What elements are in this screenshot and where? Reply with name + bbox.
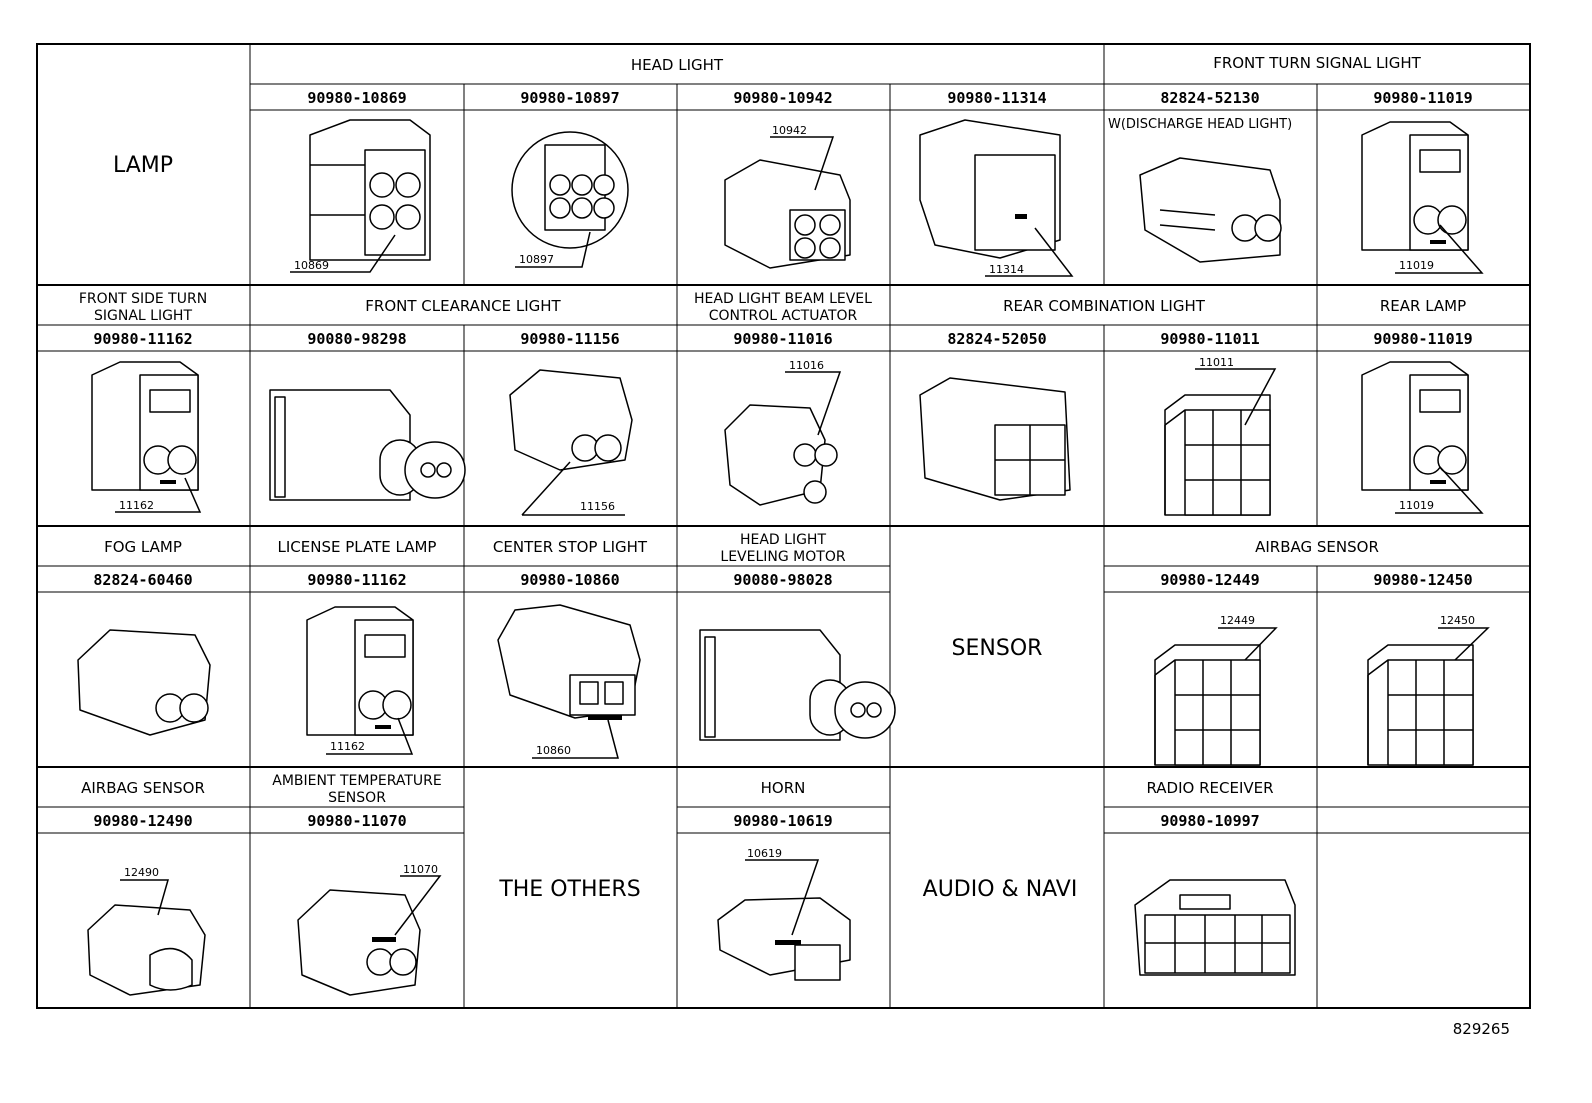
connector-drawing-11156: 11156 — [509, 369, 633, 516]
part-number: 90980-12449 — [1160, 571, 1259, 589]
section-fog-lamp: FOG LAMP — [104, 538, 182, 556]
callout-tag: 11162 — [330, 740, 365, 753]
discharge-note: W(DISCHARGE HEAD LIGHT) — [1108, 117, 1292, 132]
part-number: 90980-11156 — [520, 330, 619, 348]
connector-drawing-10860: 10860 — [497, 604, 641, 759]
section-ambient-temp: AMBIENT TEMPERATURE — [272, 773, 442, 789]
connector-drawing-11019-rear: 11019 — [1361, 361, 1484, 514]
part-number: 90980-10860 — [520, 571, 619, 589]
connector-drawing-11011: 11011 — [1164, 356, 1277, 516]
part-number: 90080-98028 — [733, 571, 832, 589]
connector-drawing-11070: 11070 — [297, 863, 442, 996]
section-leveling-motor-2: LEVELING MOTOR — [720, 549, 845, 565]
figure-code: 829265 — [1453, 1020, 1510, 1038]
part-number: 82824-60460 — [93, 571, 192, 589]
connector-drawing-10869: 10869 — [290, 119, 431, 273]
section-front-clearance: FRONT CLEARANCE LIGHT — [365, 297, 561, 315]
connector-drawing-11162: 11162 — [91, 361, 202, 513]
callout-tag: 11019 — [1399, 499, 1434, 512]
connector-drawing-11019-front: 11019 — [1361, 121, 1484, 274]
part-number: 90980-10897 — [520, 89, 619, 107]
callout-tag: 10860 — [536, 744, 571, 757]
part-number: 90080-98298 — [307, 330, 406, 348]
section-rear-combination: REAR COMBINATION LIGHT — [1003, 297, 1206, 315]
section-center-stop: CENTER STOP LIGHT — [493, 538, 648, 556]
connector-drawing-10897: 10897 — [511, 131, 629, 268]
connector-drawing-90080-98028 — [699, 629, 896, 741]
part-number: 90980-10869 — [307, 89, 406, 107]
section-beam-level-2: CONTROL ACTUATOR — [709, 308, 858, 324]
connector-drawing-11162-license: 11162 — [306, 606, 414, 755]
callout-tag: 12490 — [124, 866, 159, 879]
part-number: 90980-10942 — [733, 89, 832, 107]
part-number: 90980-11070 — [307, 812, 406, 830]
callout-tag: 11314 — [989, 263, 1024, 276]
callout-tag: 10869 — [294, 259, 329, 272]
connector-drawing-10997 — [1134, 879, 1296, 976]
connector-drawing-82824-52050 — [919, 377, 1071, 501]
part-number: 90980-10619 — [733, 812, 832, 830]
callout-tag: 11156 — [580, 500, 615, 513]
section-front-side-turn: FRONT SIDE TURN — [79, 291, 207, 307]
callout-tag: 11011 — [1199, 356, 1234, 369]
category-audio-navi: AUDIO & NAVI — [923, 877, 1078, 902]
section-leveling-motor: HEAD LIGHT — [740, 532, 826, 548]
callout-tag: 11162 — [119, 499, 154, 512]
section-rear-lamp: REAR LAMP — [1380, 297, 1466, 315]
section-radio-receiver: RADIO RECEIVER — [1146, 779, 1273, 797]
section-horn: HORN — [761, 779, 806, 797]
part-number: 90980-12450 — [1373, 571, 1472, 589]
part-number: 90980-11314 — [947, 89, 1046, 107]
part-number: 90980-12490 — [93, 812, 192, 830]
category-the-others: THE OTHERS — [498, 877, 640, 902]
part-number: 82824-52050 — [947, 330, 1046, 348]
part-number: 90980-11019 — [1373, 89, 1472, 107]
section-front-turn-signal: FRONT TURN SIGNAL LIGHT — [1213, 54, 1421, 72]
connector-drawing-82824-52130 — [1139, 157, 1282, 263]
connector-drawing-90080-98298 — [269, 389, 466, 501]
callout-tag: 11019 — [1399, 259, 1434, 272]
callout-tag: 10942 — [772, 124, 807, 137]
callout-tag: 12449 — [1220, 614, 1255, 627]
connector-drawing-10619: 10619 — [717, 847, 851, 981]
callout-tag: 10897 — [519, 253, 554, 266]
callout-tag: 11070 — [403, 863, 438, 876]
connector-drawing-82824-60460 — [77, 629, 211, 736]
part-number: 82824-52130 — [1160, 89, 1259, 107]
part-number: 90980-11016 — [733, 330, 832, 348]
connector-drawing-11314: 11314 — [919, 119, 1074, 277]
connector-drawing-12449: 12449 — [1154, 614, 1278, 766]
section-airbag-sensor-2: AIRBAG SENSOR — [81, 779, 205, 797]
part-number: 90980-11162 — [307, 571, 406, 589]
connector-drawing-11016: 11016 — [724, 359, 842, 506]
part-number: 90980-11019 — [1373, 330, 1472, 348]
connector-drawing-12450: 12450 — [1367, 614, 1490, 766]
section-head-light: HEAD LIGHT — [631, 56, 724, 74]
callout-tag: 12450 — [1440, 614, 1475, 627]
category-lamp: LAMP — [113, 153, 173, 178]
section-ambient-temp-2: SENSOR — [328, 790, 386, 806]
category-sensor: SENSOR — [952, 636, 1043, 661]
part-number: 90980-11162 — [93, 330, 192, 348]
section-beam-level: HEAD LIGHT BEAM LEVEL — [694, 291, 872, 307]
section-license-plate: LICENSE PLATE LAMP — [278, 538, 437, 556]
callout-tag: 10619 — [747, 847, 782, 860]
section-front-side-turn-2: SIGNAL LIGHT — [94, 308, 192, 324]
table-grid — [36, 43, 1531, 1009]
section-airbag-sensor: AIRBAG SENSOR — [1255, 538, 1379, 556]
callout-tag: 11016 — [789, 359, 824, 372]
connector-drawing-12490: 12490 — [87, 866, 206, 996]
part-number: 90980-11011 — [1160, 330, 1259, 348]
connector-drawing-10942: 10942 — [724, 124, 851, 269]
part-number: 90980-10997 — [1160, 812, 1259, 830]
